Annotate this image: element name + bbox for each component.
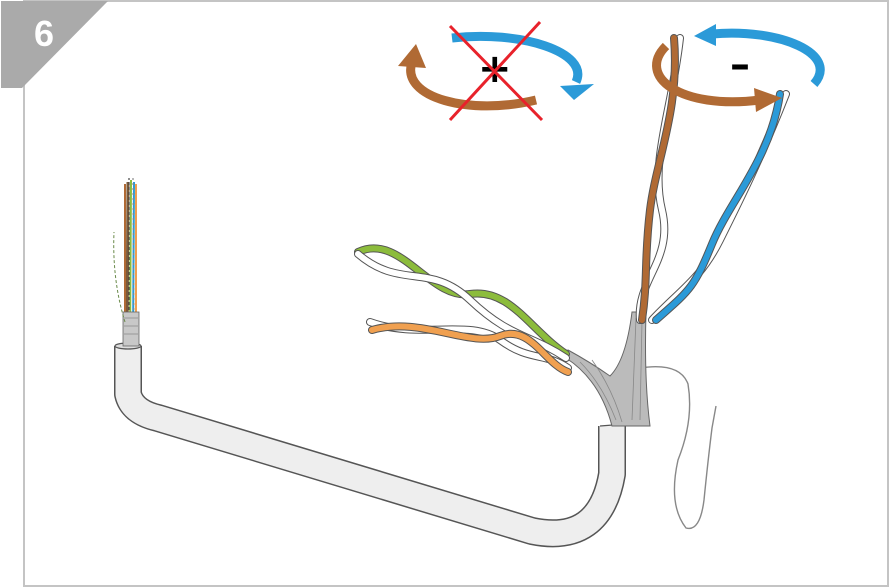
minus-sign: – xyxy=(730,42,750,88)
step-number: 6 xyxy=(34,13,54,54)
